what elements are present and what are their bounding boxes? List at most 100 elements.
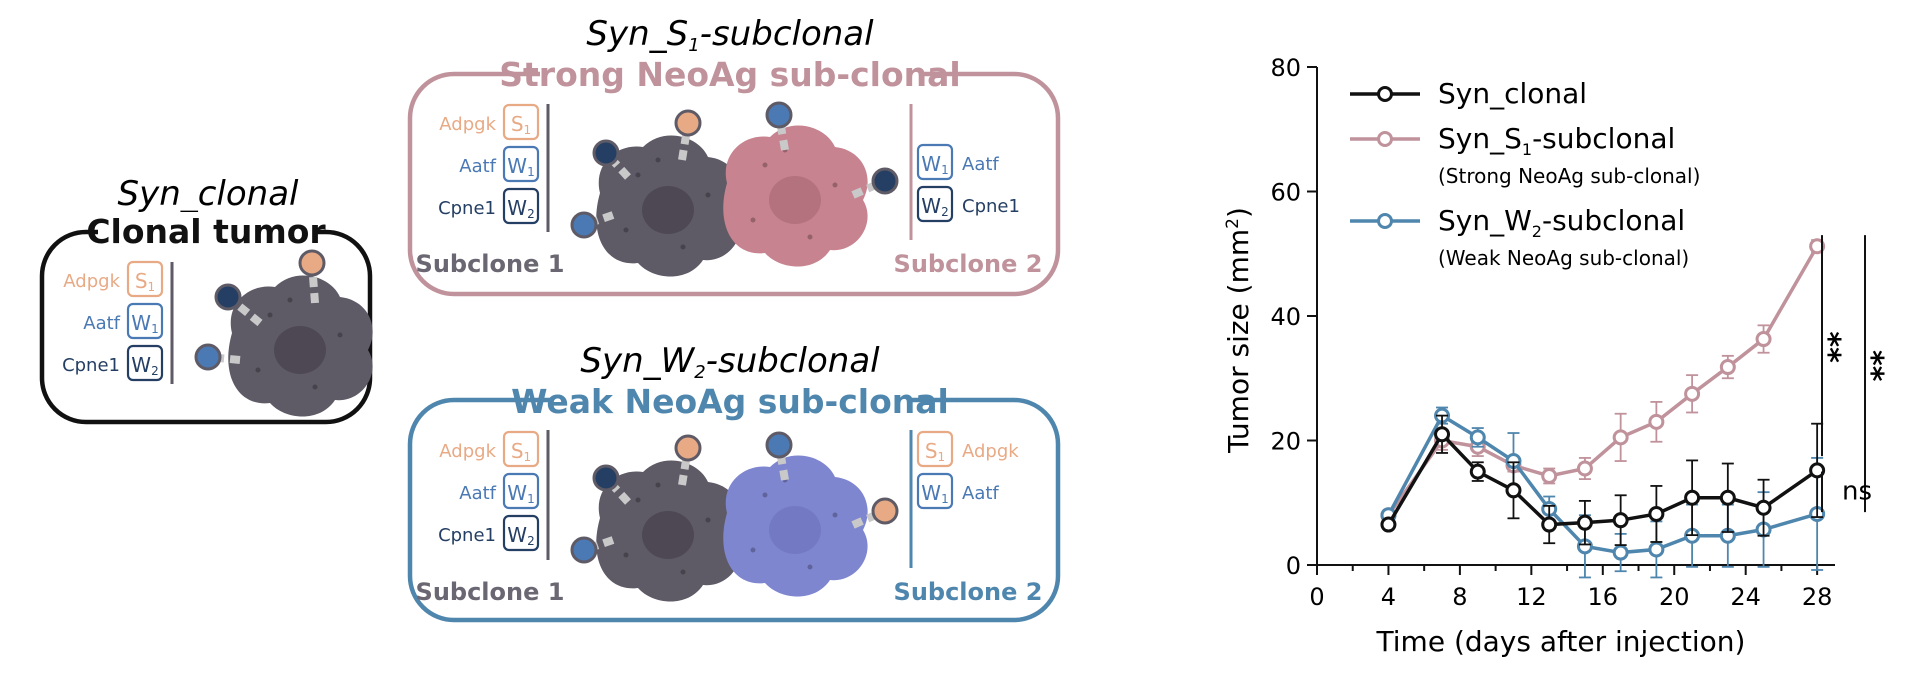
cell-granule	[655, 157, 661, 163]
data-point	[1469, 429, 1486, 446]
neoantigen-tag: W1	[507, 154, 534, 179]
neoantigen-tag: S1	[511, 439, 531, 464]
cell-granule	[267, 312, 273, 318]
data-point	[1648, 541, 1665, 558]
y-tick-label: 20	[1270, 428, 1301, 456]
neoantigen-tag-box	[502, 514, 540, 552]
legend-label: Syn_clonal	[1438, 77, 1587, 110]
cell-granule	[832, 512, 838, 518]
legend-name-sub: 1	[1522, 140, 1532, 159]
legend-name: Syn_S	[1438, 122, 1522, 155]
cell-granule	[807, 234, 813, 240]
data-point	[1469, 463, 1486, 480]
neoantigen-tag-box	[126, 344, 164, 382]
receptor-stalk	[851, 507, 887, 529]
weak-panel-title: Syn_W2-subclonal	[580, 341, 880, 383]
data-point	[1612, 512, 1629, 529]
receptor-stalk	[678, 122, 692, 161]
neoantigen-tag-box	[502, 430, 540, 468]
neoantigen-tag-box	[126, 302, 164, 340]
clonal-panel: Syn_clonal Clonal tumor S1AdpgkW1AatfW2C…	[39, 174, 373, 425]
gene-name: Aatf	[83, 313, 120, 334]
cell-nucleus	[769, 506, 821, 554]
gene-name: Adpgk	[439, 441, 496, 462]
tag-subscript: 1	[148, 280, 156, 294]
neoantigen-tag-box	[502, 145, 540, 183]
cell-nucleus	[642, 186, 694, 234]
title-gap	[552, 380, 910, 420]
neoantigen-tag: W2	[921, 194, 948, 219]
data-point	[1648, 505, 1665, 522]
neoantigen-mhc-icon	[765, 431, 793, 459]
data-point	[1684, 489, 1701, 506]
series-line	[1386, 431, 1819, 527]
neoantigen-mhc-icon	[871, 167, 899, 195]
legend-marker	[1377, 131, 1393, 147]
cell-granule	[705, 517, 711, 523]
tumor-cell-subclone-1	[570, 109, 741, 277]
cell-granule	[807, 564, 813, 570]
tag-letter: W	[131, 311, 151, 335]
data-point	[1755, 331, 1772, 348]
strong-panel-title: Syn_S1-subclonal	[586, 14, 874, 56]
y-tick-label: 80	[1270, 54, 1301, 82]
legend-name-suffix: -subclonal	[1542, 204, 1685, 237]
neoantigen-tag: W1	[131, 311, 158, 336]
significance-label: **	[1823, 331, 1858, 363]
data-point	[1505, 482, 1522, 499]
cell-nucleus	[642, 511, 694, 559]
data-point	[1809, 238, 1826, 255]
cell-granule	[750, 547, 756, 553]
legend-marker	[1377, 213, 1393, 229]
receptor-stalk	[603, 150, 631, 180]
chart-series	[1380, 238, 1826, 579]
gene-name: Adpgk	[439, 114, 496, 135]
legend-name: Syn_clonal	[1438, 77, 1587, 110]
tag-letter: W	[507, 481, 527, 505]
cell-nucleus	[769, 176, 821, 224]
gene-name: Cpne1	[62, 355, 120, 376]
gene-name: Aatf	[459, 156, 496, 177]
legend-note: (Weak NeoAg sub-clonal)	[1438, 246, 1689, 270]
neoantigen-tag: W2	[507, 196, 534, 221]
strong-panel-subtitle: Strong NeoAg sub-clonal	[499, 55, 960, 94]
cell-granule	[255, 367, 261, 373]
neoantigen-tag-box	[916, 472, 954, 510]
cell-granule	[287, 297, 293, 303]
cell-granule	[762, 162, 768, 168]
tag-subscript: 1	[527, 165, 535, 179]
data-point	[1719, 359, 1736, 376]
tag-subscript: 1	[151, 322, 159, 336]
data-point	[1541, 467, 1558, 484]
x-tick-label: 12	[1516, 583, 1547, 611]
receptor-stalk	[851, 177, 887, 199]
data-point	[1809, 462, 1826, 479]
strong-subclonal-panel: Syn_S1-subclonal Strong NeoAg sub-clonal…	[407, 14, 1061, 297]
gene-name: Aatf	[962, 154, 999, 175]
data-point	[1755, 499, 1772, 516]
x-tick-label: 0	[1309, 583, 1324, 611]
x-tick-label: 24	[1730, 583, 1761, 611]
legend-name-sub: 2	[1532, 222, 1542, 241]
series-line	[1387, 245, 1819, 517]
x-tick-label: 20	[1659, 583, 1690, 611]
x-tick-label: 8	[1452, 583, 1467, 611]
tag-subscript: 1	[524, 450, 532, 464]
cell-granule	[635, 497, 641, 503]
neoantigen-tag-box	[916, 143, 954, 181]
cell-nucleus	[274, 326, 326, 374]
receptor-stalk	[775, 114, 789, 151]
tumor-cell-subclone-2	[723, 431, 899, 597]
data-point	[1576, 460, 1593, 477]
neoantigen-tag: S1	[135, 269, 155, 294]
cell-body-group	[596, 460, 741, 602]
neoantigen-mhc-icon	[570, 536, 598, 564]
data-point	[1576, 514, 1593, 531]
legend-marker	[1377, 86, 1393, 102]
tag-letter: S	[511, 112, 524, 136]
data-point	[1648, 413, 1665, 430]
legend-label: Syn_W2-subclonal	[1438, 204, 1685, 241]
